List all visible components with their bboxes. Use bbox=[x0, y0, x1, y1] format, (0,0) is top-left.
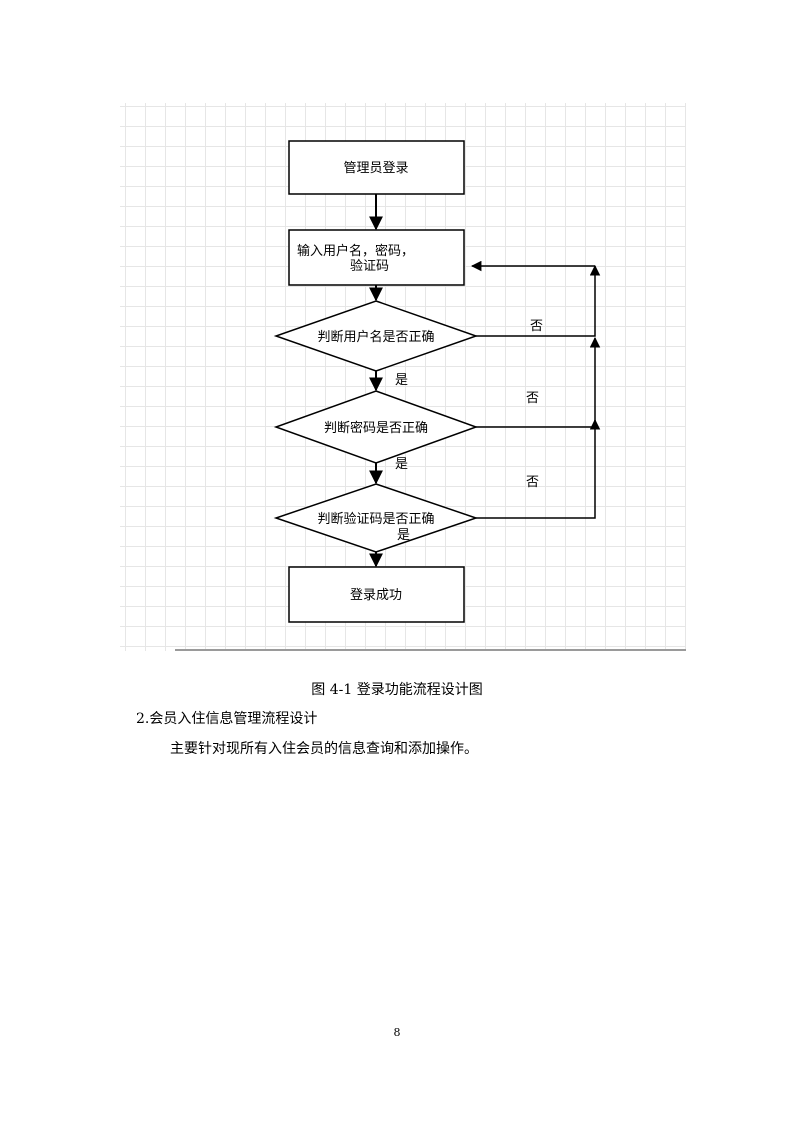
yes-label-3: 是 bbox=[397, 528, 410, 543]
yes-label-1: 是 bbox=[395, 373, 408, 388]
body-paragraph: 主要针对现所有入住会员的信息查询和添加操作。 bbox=[170, 741, 478, 757]
no-path-captcha bbox=[476, 418, 601, 519]
no-path-password bbox=[476, 336, 601, 428]
input-node bbox=[288, 229, 465, 286]
no-label-1: 否 bbox=[530, 319, 543, 334]
success-node-label: 登录成功 bbox=[350, 588, 402, 603]
username-check-label: 判断用户名是否正确 bbox=[317, 329, 434, 345]
yes-label-2: 是 bbox=[395, 457, 408, 472]
success-node bbox=[288, 566, 465, 623]
password-check-label: 判断密码是否正确 bbox=[324, 420, 428, 436]
figure-divider bbox=[175, 649, 686, 651]
no-label-2: 否 bbox=[526, 391, 539, 406]
no-label-3: 否 bbox=[526, 475, 539, 490]
no-path-username bbox=[476, 264, 601, 337]
input-node-label-line2: 验证码 bbox=[350, 258, 389, 274]
figure-caption: 图 4-1 登录功能流程设计图 bbox=[311, 682, 483, 698]
input-node-label-line1: 输入用户名，密码， bbox=[297, 243, 414, 259]
captcha-check-label: 判断验证码是否正确 bbox=[317, 511, 434, 527]
start-node-label: 管理员登录 bbox=[343, 161, 408, 176]
start-node bbox=[288, 140, 465, 195]
page-number: 8 bbox=[393, 1026, 401, 1039]
section-heading: 2.会员入住信息管理流程设计 bbox=[136, 711, 318, 727]
